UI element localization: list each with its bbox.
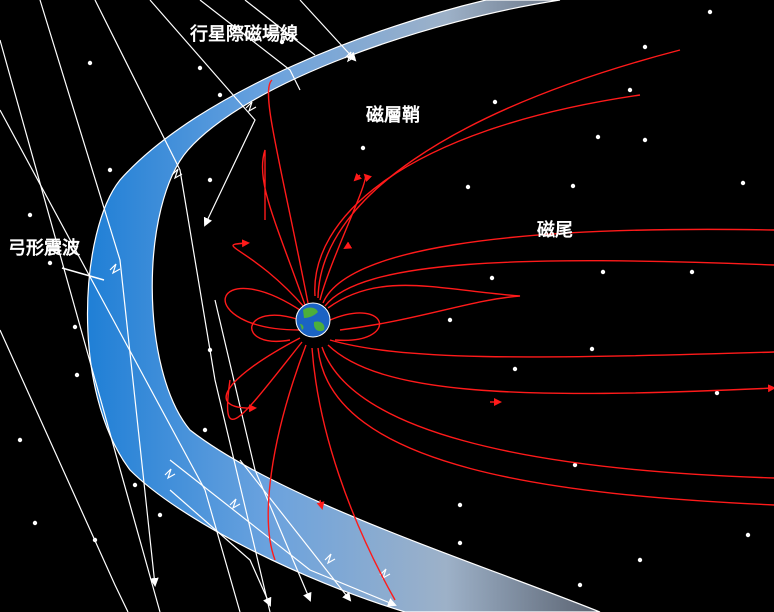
star-24	[512, 366, 518, 372]
field-line-inner-right	[329, 312, 381, 341]
magnetotail-label: 磁尾	[537, 220, 573, 241]
field-line-right-10	[317, 347, 774, 506]
magnetic-field-lines	[224, 49, 774, 601]
star-7	[707, 9, 713, 15]
imf-kink-1	[109, 263, 121, 275]
star-41	[745, 532, 751, 538]
imf-kink-3	[245, 101, 257, 113]
imf-line-11	[239, 459, 352, 602]
field-line-arrow-bottom	[316, 499, 325, 510]
star-27	[74, 372, 80, 378]
field-line-right-6	[327, 284, 521, 331]
star-6	[642, 44, 648, 50]
star-3	[279, 39, 285, 45]
field-line-right-9	[321, 346, 774, 479]
star-15	[27, 212, 33, 218]
field-line-inner-left	[251, 314, 301, 342]
imf-line-1	[0, 39, 161, 612]
star-26	[17, 437, 23, 443]
star-28	[72, 324, 78, 330]
field-line-left-3	[261, 149, 306, 306]
bow-shock-pointer	[61, 267, 105, 281]
star-10	[465, 184, 471, 190]
star-14	[207, 177, 213, 183]
star-8	[642, 137, 648, 143]
field-line-right-1	[319, 173, 373, 301]
earth-globe-icon	[295, 302, 331, 338]
star-9	[595, 134, 601, 140]
field-line-right-4	[317, 49, 681, 299]
imf-label: 行星際磁場線	[190, 24, 298, 45]
star-17	[489, 275, 495, 281]
imf-line-2	[0, 109, 241, 612]
bow-shock-label: 弓形震波	[8, 238, 80, 259]
field-line-left-4	[267, 79, 309, 304]
star-11	[570, 183, 576, 189]
field-line-arrow-mid	[343, 241, 353, 250]
star-40	[360, 145, 366, 151]
star-39	[217, 92, 223, 98]
field-line-left-7	[267, 344, 307, 561]
imf-kink-4	[344, 51, 356, 63]
field-line-left-6	[226, 341, 303, 421]
star-1	[87, 60, 93, 66]
star-25	[714, 390, 720, 396]
imf-kink-7	[324, 553, 336, 565]
imf-line-8	[299, 0, 357, 62]
field-line-right-3	[324, 259, 774, 307]
star-16	[47, 260, 53, 266]
imf-line-12	[169, 459, 397, 607]
imf-line-7	[244, 0, 316, 56]
field-line-right-5	[314, 94, 641, 297]
star-33	[32, 520, 38, 526]
star-4	[492, 99, 498, 105]
star-38	[637, 557, 643, 563]
imf-line-13	[169, 489, 272, 607]
imf-line-4	[94, 0, 271, 612]
imf-line-6	[199, 0, 301, 91]
field-line-left-1	[224, 287, 304, 331]
solar-wind-lines	[0, 0, 397, 612]
star-13	[107, 167, 113, 173]
imf-line-5	[149, 0, 256, 227]
field-line-lower-1	[311, 347, 396, 601]
star-20	[447, 317, 453, 323]
imf-line-9	[0, 329, 129, 612]
star-23	[589, 346, 595, 352]
imf-line-10	[214, 299, 312, 602]
star-36	[457, 540, 463, 546]
field-line-right-8	[327, 344, 774, 395]
imf-kink-8	[379, 568, 391, 580]
star-2	[197, 65, 203, 71]
bow-shock-band	[87, 0, 601, 612]
field-line-right-2	[322, 228, 774, 304]
star-19	[689, 269, 695, 275]
star-35	[157, 512, 163, 518]
magnetosheath-label: 磁層鞘	[366, 105, 420, 126]
star-12	[740, 180, 746, 186]
imf-kink-5	[164, 468, 176, 480]
star-37	[577, 582, 583, 588]
star-30	[132, 482, 138, 488]
imf-kink-2	[171, 168, 183, 180]
field-line-arrow-top	[353, 172, 363, 182]
star-31	[572, 462, 578, 468]
imf-kink-6	[229, 498, 241, 510]
star-5	[627, 87, 633, 93]
star-32	[457, 502, 463, 508]
field-line-right-7	[329, 339, 774, 358]
imf-line-3	[39, 0, 159, 587]
field-line-left-2	[232, 239, 306, 309]
star-29	[202, 427, 208, 433]
star-18	[600, 269, 606, 275]
